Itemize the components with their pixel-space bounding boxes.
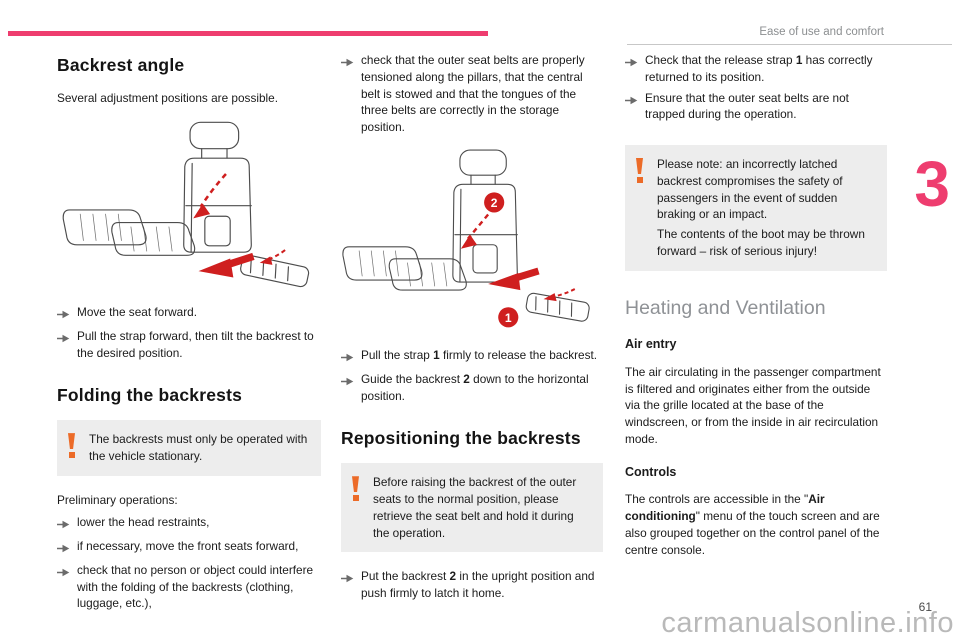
text-part: The controls are accessible in the " bbox=[625, 492, 809, 507]
instruction-item: Pull the strap 1 firmly to release the b… bbox=[341, 347, 603, 367]
marker-2: 2 bbox=[484, 192, 505, 213]
warning-exclamation-icon bbox=[352, 476, 359, 502]
instruction-text: if necessary, move the front seats forwa… bbox=[77, 539, 299, 554]
pointer-arrow-icon bbox=[341, 568, 361, 602]
header-rule bbox=[627, 44, 952, 45]
heading-heating-ventilation: Heating and Ventilation bbox=[625, 296, 826, 319]
warning-box: Please note: an incorrectly latched back… bbox=[625, 145, 887, 271]
pointer-arrow-icon bbox=[57, 538, 77, 558]
air-entry-text: The air circulating in the passenger com… bbox=[625, 364, 881, 446]
warning-text: Please note: an incorrectly latched back… bbox=[657, 157, 843, 222]
preliminary-label: Preliminary operations: bbox=[57, 492, 178, 507]
instruction-text: check that no person or object could int… bbox=[77, 562, 314, 611]
seat-folding-illustration: 2 1 bbox=[341, 146, 603, 337]
heading-repositioning: Repositioning the backrests bbox=[341, 428, 581, 449]
text-part: in the upright position and push firmly … bbox=[361, 569, 595, 601]
text-part: Pull the strap bbox=[361, 348, 434, 363]
column-right: Check that the release strap 1 has corre… bbox=[625, 52, 887, 568]
pointer-arrow-icon bbox=[341, 52, 361, 136]
column-left: Backrest angle Several adjustment positi… bbox=[57, 52, 321, 616]
backrest-angle-intro: Several adjustment positions are possibl… bbox=[57, 90, 278, 105]
warning-exclamation-icon bbox=[68, 433, 75, 459]
bold-number: 2 bbox=[449, 569, 457, 584]
page-header-title: Ease of use and comfort bbox=[759, 26, 884, 38]
chapter-number-tab: 3 bbox=[914, 148, 950, 220]
warning-box: Before raising the backrest of the outer… bbox=[341, 463, 603, 553]
bold-number: 1 bbox=[433, 348, 440, 363]
pointer-arrow-icon bbox=[625, 90, 645, 124]
bold-phrase: Air conditioning bbox=[625, 492, 825, 524]
instruction-item: Pull the strap forward, then tilt the ba… bbox=[57, 328, 321, 362]
instruction-item: Move the seat forward. bbox=[57, 304, 321, 324]
warning-text: The backrests must only be operated with… bbox=[89, 432, 308, 463]
pointer-arrow-icon bbox=[625, 52, 645, 86]
red-arrows bbox=[193, 172, 286, 278]
text-part: Guide the backrest bbox=[361, 371, 464, 386]
text-part: Check that the release strap bbox=[645, 53, 796, 67]
bold-number: 1 bbox=[795, 53, 803, 67]
watermark: carmanualsonline.info bbox=[661, 607, 954, 639]
marker-1-label: 1 bbox=[505, 311, 512, 325]
pointer-arrow-icon bbox=[57, 514, 77, 534]
instruction-item: lower the head restraints, bbox=[57, 514, 321, 534]
pointer-arrow-icon bbox=[57, 562, 77, 612]
instruction-text: lower the head restraints, bbox=[77, 515, 210, 530]
instruction-item: check that no person or object could int… bbox=[57, 562, 321, 612]
pointer-arrow-icon bbox=[57, 304, 77, 324]
instruction-item: Guide the backrest 2 down to the horizon… bbox=[341, 371, 603, 405]
text-part: has correctly returned to its position. bbox=[645, 53, 873, 84]
pointer-arrow-icon bbox=[341, 347, 361, 367]
column-middle: check that the outer seat belts are prop… bbox=[341, 52, 603, 606]
accent-line bbox=[8, 31, 488, 36]
warning-box: The backrests must only be operated with… bbox=[57, 420, 321, 476]
instruction-text: Pull the strap 1 firmly to release the b… bbox=[361, 347, 597, 367]
pointer-arrow-icon bbox=[341, 371, 361, 405]
subheading-air-entry: Air entry bbox=[625, 337, 677, 352]
instruction-text: Move the seat forward. bbox=[77, 305, 197, 319]
text-part: firmly to release the backrest. bbox=[439, 348, 598, 363]
instruction-text: Guide the backrest 2 down to the horizon… bbox=[361, 371, 603, 405]
marker-1: 1 bbox=[498, 306, 519, 328]
seat-folding-svg: 2 1 bbox=[342, 149, 590, 328]
instruction-text: check that the outer seat belts are prop… bbox=[361, 53, 585, 134]
instruction-text: Ensure that the outer seat belts are not… bbox=[645, 90, 849, 122]
text-part: Put the backrest bbox=[361, 569, 450, 584]
warning-text: Before raising the backrest of the outer… bbox=[373, 475, 577, 540]
instruction-text: Pull the strap forward, then tilt the ba… bbox=[77, 328, 314, 360]
warning-text: The contents of the boot may be thrown f… bbox=[657, 227, 865, 258]
instruction-item: Ensure that the outer seat belts are not… bbox=[625, 90, 887, 124]
instruction-text: Put the backrest 2 in the upright positi… bbox=[361, 568, 603, 602]
heading-folding-backrests: Folding the backrests bbox=[57, 385, 243, 406]
text-part: " menu of the touch screen and are also … bbox=[625, 509, 880, 557]
text-part: down to the horizontal position. bbox=[361, 371, 589, 403]
warning-exclamation-icon bbox=[636, 158, 643, 184]
heading-backrest-angle: Backrest angle bbox=[57, 55, 185, 75]
red-arrows bbox=[460, 213, 576, 301]
pointer-arrow-icon bbox=[57, 328, 77, 362]
instruction-item: if necessary, move the front seats forwa… bbox=[57, 538, 321, 558]
marker-2-label: 2 bbox=[491, 196, 498, 210]
seat-tilt-illustration bbox=[57, 117, 321, 294]
subheading-controls: Controls bbox=[625, 464, 677, 479]
instruction-item: Check that the release strap 1 has corre… bbox=[625, 52, 887, 86]
bold-number: 2 bbox=[463, 371, 470, 386]
instruction-item: Put the backrest 2 in the upright positi… bbox=[341, 568, 603, 602]
seat-tilt-svg bbox=[62, 121, 310, 287]
instruction-item: check that the outer seat belts are prop… bbox=[341, 52, 603, 136]
page-number: 61 bbox=[918, 600, 932, 614]
controls-text: The controls are accessible in the "Air … bbox=[625, 491, 887, 558]
instruction-text: Check that the release strap 1 has corre… bbox=[645, 52, 887, 86]
